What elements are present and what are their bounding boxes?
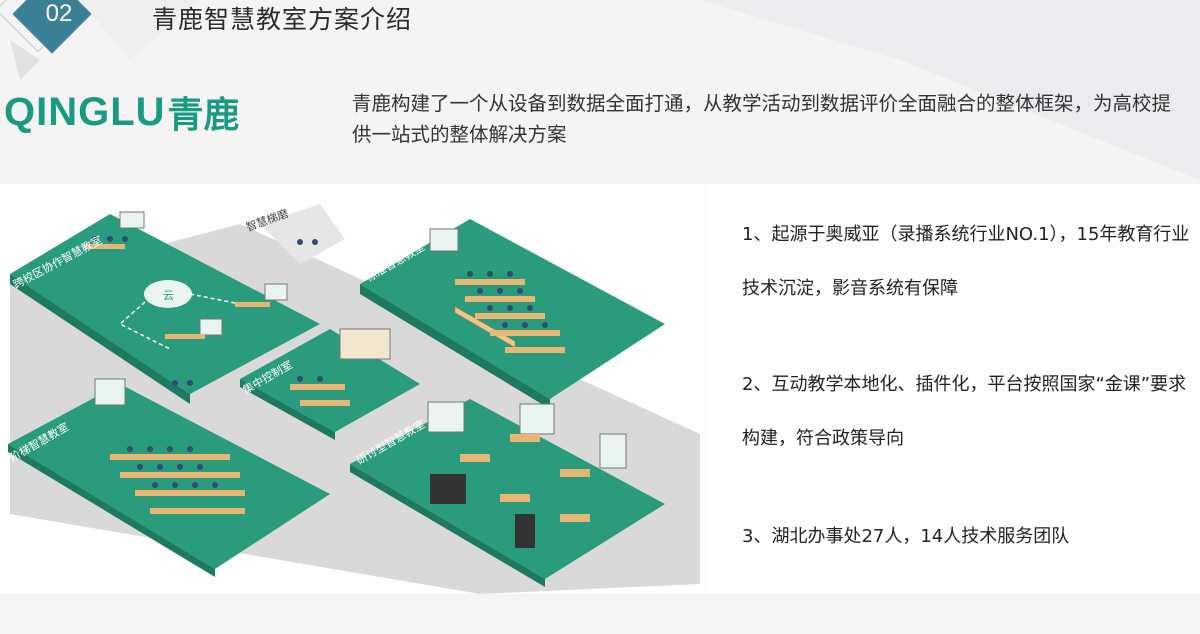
feature-item-2: 2、互动教学本地化、插件化，平台按照国家“金课”要求构建，符合政策导向 [742,374,1187,449]
logo-latin-text: QINGLU [4,89,166,134]
zone-floor-seminar [350,399,665,579]
slide-number: 02 [45,0,73,27]
zone-floor-control [240,329,420,432]
feature-item-3: 3、湖北办事处27人，14人技术服务团队 [742,526,1070,547]
cloud-label: 云 [163,289,174,302]
cloud-icon [144,280,192,308]
feature-list: 1、起源于奥威亚（录播系统行业NO.1），15年教育行业技术沉淀，影音系统有保障… [706,184,1200,594]
logo-cjk-text: 青鹿 [167,95,240,136]
slide-title: 青鹿智慧教室方案介绍 [152,5,413,34]
feature-item-1: 1、起源于奥威亚（录播系统行业NO.1），15年教育行业技术沉淀，影音系统有保障 [742,224,1190,299]
zone-floor-lecture-small [260,204,345,264]
qinglu-logo: QINGLU 青鹿 [4,86,240,138]
isometric-campus-map: 云 [8,204,700,594]
smart-classroom-illustration: 云 [0,184,705,594]
intro-paragraph: 青鹿构建了一个从设备到数据全面打通，从教学活动到数据评价全面融合的整体框架，为高… [352,92,1172,146]
